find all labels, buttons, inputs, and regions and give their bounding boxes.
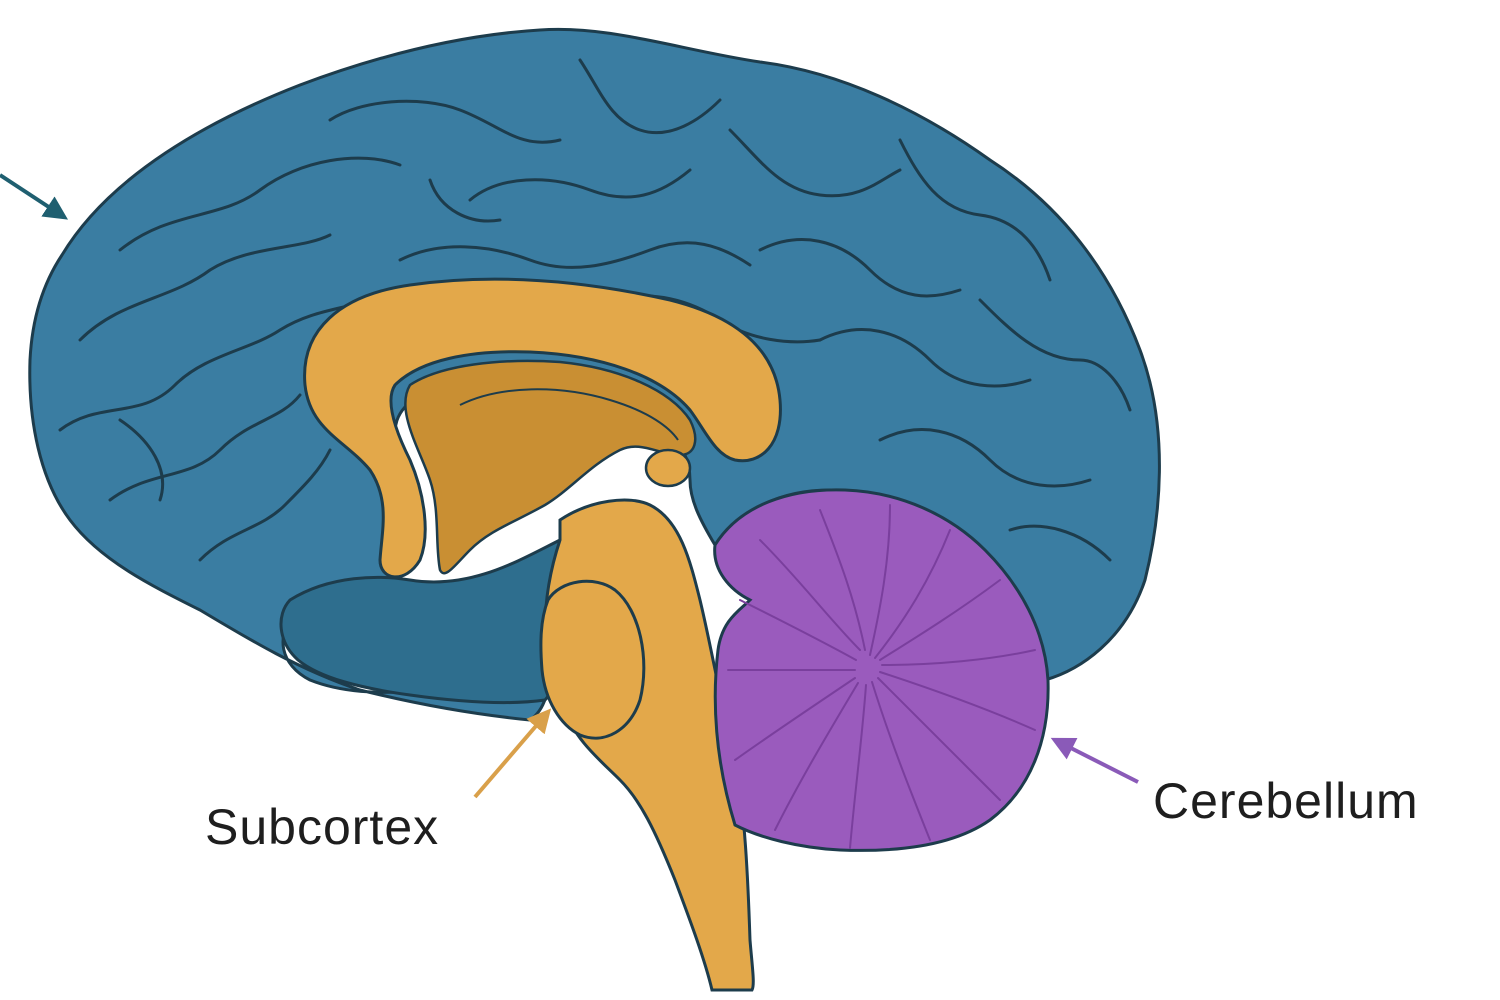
mammillary-body [644, 448, 692, 488]
cortex-arrow [0, 173, 69, 220]
cortex-gyri [58, 58, 1132, 562]
cerebellum-label: Cerebellum [1153, 773, 1419, 829]
cerebellum-arrow [1050, 737, 1139, 784]
corpus-callosum [303, 277, 782, 579]
cerebellum-folia [727, 504, 1036, 849]
thalamus-fold [459, 388, 679, 441]
subcortex-label: Subcortex [205, 799, 440, 855]
subcortex-arrow [473, 708, 552, 799]
thalamus [404, 359, 697, 575]
pons [539, 579, 646, 740]
